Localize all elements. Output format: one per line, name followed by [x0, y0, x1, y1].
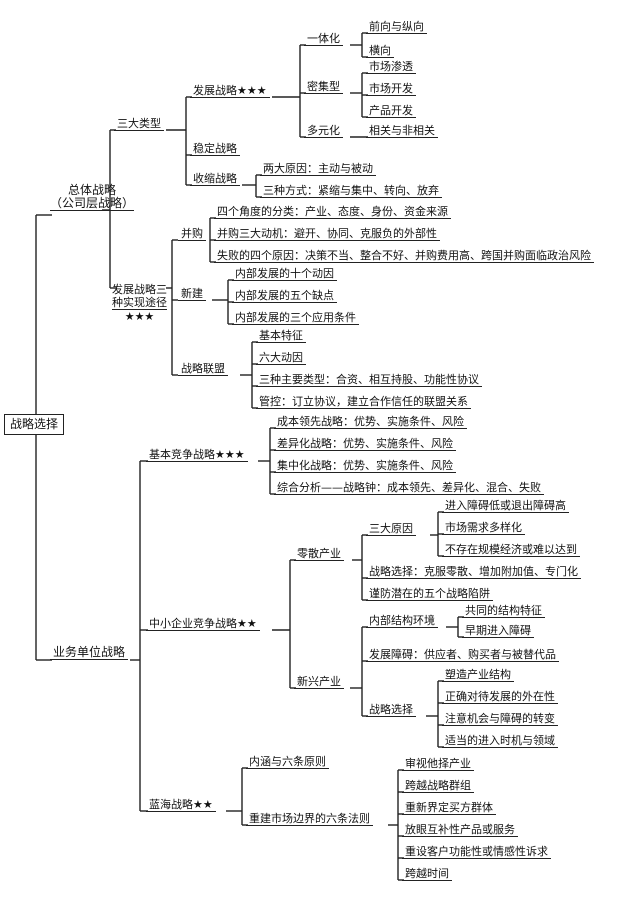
integration-item-1: 横向 [366, 44, 394, 58]
retrench-item-1: 三种方式：紧缩与集中、转向、放弃 [260, 184, 442, 198]
connotation-node: 内涵与六条原则 [246, 755, 329, 769]
intensive-node: 密集型 [304, 80, 343, 94]
alliance-item-3: 管控：订立协议，建立合作信任的联盟关系 [256, 395, 471, 409]
basic-competition-node: 基本竞争战略★★★ [146, 448, 248, 462]
emerging-choice-node: 战略选择 [366, 703, 416, 717]
rule-item-1: 跨越战略群组 [402, 779, 474, 793]
alliance-item-0: 基本特征 [256, 329, 306, 343]
three-reasons-node: 三大原因 [366, 522, 416, 536]
fragmented-traps-node: 谨防潜在的五个战略陷阱 [366, 587, 493, 601]
internal-structure-node: 内部结构环境 [366, 614, 438, 628]
six-rules-node: 重建市场边界的六条法则 [246, 812, 373, 826]
rule-item-2: 重新界定买方群体 [402, 801, 496, 815]
corporate-strategy-node: 总体战略 （公司层战略） [50, 183, 135, 211]
new-build-node: 新建 [178, 287, 206, 301]
emerging-choice-item-3: 适当的进入时机与领域 [442, 734, 558, 748]
rule-item-3: 放眼互补性产品或服务 [402, 823, 518, 837]
growth-strategy-node: 发展战略★★★ [190, 84, 270, 98]
integration-node: 一体化 [304, 32, 343, 46]
emerging-industry-node: 新兴产业 [294, 675, 344, 689]
basic-competition-item-3: 综合分析——战略钟：成本领先、差异化、混合、失败 [274, 481, 544, 495]
reason-item-2: 不存在规模经济或难以达到 [442, 543, 580, 557]
reason-item-0: 进入障碍低或退出障碍高 [442, 499, 569, 513]
alliance-item-1: 六大动因 [256, 351, 306, 365]
alliance-item-2: 三种主要类型：合资、相互持股、功能性协议 [256, 373, 482, 387]
structure-item-1: 早期进入障碍 [462, 624, 534, 638]
structure-item-0: 共同的结构特征 [462, 604, 545, 618]
diversification-item-0: 相关与非相关 [366, 124, 438, 138]
intensive-item-0: 市场渗透 [366, 60, 416, 74]
new-build-item-2: 内部发展的三个应用条件 [232, 311, 359, 325]
emerging-choice-item-0: 塑造产业结构 [442, 668, 514, 682]
alliance-node: 战略联盟 [178, 362, 228, 376]
blue-ocean-node: 蓝海战略★★ [146, 798, 216, 812]
intensive-item-1: 市场开发 [366, 82, 416, 96]
intensive-item-2: 产品开发 [366, 104, 416, 118]
basic-competition-item-1: 差异化战略：优势、实施条件、风险 [274, 437, 456, 451]
rule-item-4: 重设客户功能性或情感性诉求 [402, 845, 551, 859]
business-strategy-node: 业务单位战略 [50, 646, 129, 660]
reason-item-1: 市场需求多样化 [442, 521, 525, 535]
ma-item-0: 四个角度的分类：产业、态度、身份、资金来源 [214, 205, 451, 219]
retrench-item-0: 两大原因：主动与被动 [260, 162, 376, 176]
emerging-choice-item-1: 正确对待发展的外在性 [442, 690, 558, 704]
paths-stars: ★★★ [124, 310, 155, 323]
ma-item-2: 失败的四个原因：决策不当、整合不好、并购费用高、跨国并购面临政治风险 [214, 249, 594, 263]
basic-competition-item-0: 成本领先战略：优势、实施条件、风险 [274, 415, 467, 429]
emerging-obstacles-node: 发展障碍：供应者、购买者与被替代品 [366, 648, 559, 662]
rule-item-0: 审视他择产业 [402, 757, 474, 771]
stable-strategy-node: 稳定战略 [190, 142, 240, 156]
emerging-choice-item-2: 注意机会与障碍的转变 [442, 712, 558, 726]
retrench-strategy-node: 收缩战略 [190, 172, 240, 186]
fragmented-choice-node: 战略选择：克服零散、增加附加值、专门化 [366, 565, 581, 579]
three-types-node: 三大类型 [114, 117, 164, 131]
rule-item-5: 跨越时间 [402, 867, 452, 881]
basic-competition-item-2: 集中化战略：优势、实施条件、风险 [274, 459, 456, 473]
paths-label-line1: 发展战略三 [112, 283, 167, 296]
diversification-node: 多元化 [304, 124, 343, 138]
fragmented-industry-node: 零散产业 [294, 547, 344, 561]
paths-node: 发展战略三 种实现途径 ★★★ [112, 283, 167, 323]
new-build-item-1: 内部发展的五个缺点 [232, 289, 337, 303]
corporate-strategy-label: 总体战略 [68, 183, 117, 197]
new-build-item-0: 内部发展的十个动因 [232, 267, 337, 281]
paths-label-line2: 种实现途径 [112, 296, 167, 310]
sme-competition-node: 中小企业竞争战略★★ [146, 617, 260, 631]
ma-item-1: 并购三大动机：避开、协同、克服负的外部性 [214, 227, 440, 241]
corporate-strategy-sublabel: （公司层战略） [50, 196, 135, 211]
integration-item-0: 前向与纵向 [366, 20, 427, 34]
root-node: 战略选择 [4, 414, 65, 435]
ma-node: 并购 [178, 227, 206, 241]
